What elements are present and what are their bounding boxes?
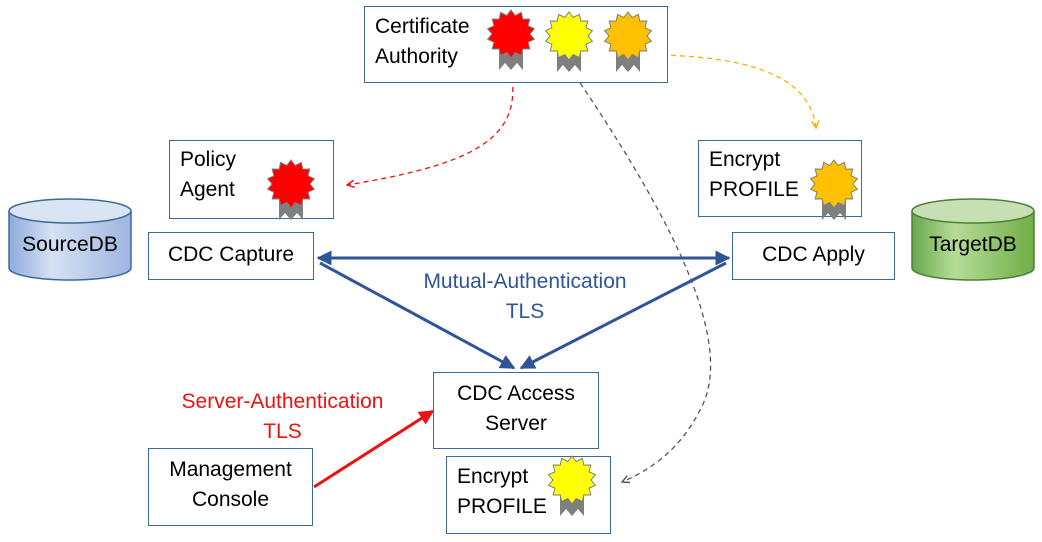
ca-to-policy-agent-dashed-arrow [347, 77, 514, 185]
ca-to-encrypt-bottom-dashed-arrow [569, 67, 712, 482]
cdc-access-server-label-line2: Server [485, 412, 547, 435]
server-tls-label-line2: TLS [263, 420, 302, 443]
target-db-label: TargetDB [929, 233, 1017, 256]
mutual-tls-label-line2: TLS [505, 300, 545, 323]
cdc-capture-label: CDC Capture [167, 243, 295, 266]
cdc-apply-box [732, 232, 895, 280]
policy-agent-label-line2: Agent [180, 178, 235, 201]
ca-to-encrypt-top-dashed-arrow [661, 54, 816, 128]
encrypt-profile-top-label-line1: Encrypt [709, 148, 781, 171]
management-console-label-line1: Management [169, 458, 292, 481]
management-console-box [148, 448, 313, 526]
certificate-authority-label-line2: Authority [375, 45, 458, 68]
source-db-label: SourceDB [22, 233, 118, 256]
encrypt-profile-top-label-line2: PROFILE [709, 178, 799, 201]
certificate-authority-label-line1: Certificate [375, 15, 470, 38]
encrypt-profile-bottom-label-line1: Encrypt [457, 465, 529, 488]
policy-agent-label-line1: Policy [180, 148, 237, 171]
server-tls-label-line1: Server-Authentication [181, 390, 384, 413]
management-console-label-line2: Console [191, 488, 270, 511]
encrypt-profile-bottom-label-line2: PROFILE [457, 495, 547, 518]
capture-accessserver-arrow [319, 261, 516, 370]
console-accessserver-arrow [313, 409, 435, 489]
cdc-apply-label: CDC Apply [762, 243, 865, 266]
cdc-access-server-box [433, 372, 599, 449]
cdc-access-server-label-line1: CDC Access [457, 382, 575, 405]
mutual-tls-label-line1: Mutual-Authentication [423, 270, 627, 293]
cdc-capture-box [148, 232, 314, 280]
